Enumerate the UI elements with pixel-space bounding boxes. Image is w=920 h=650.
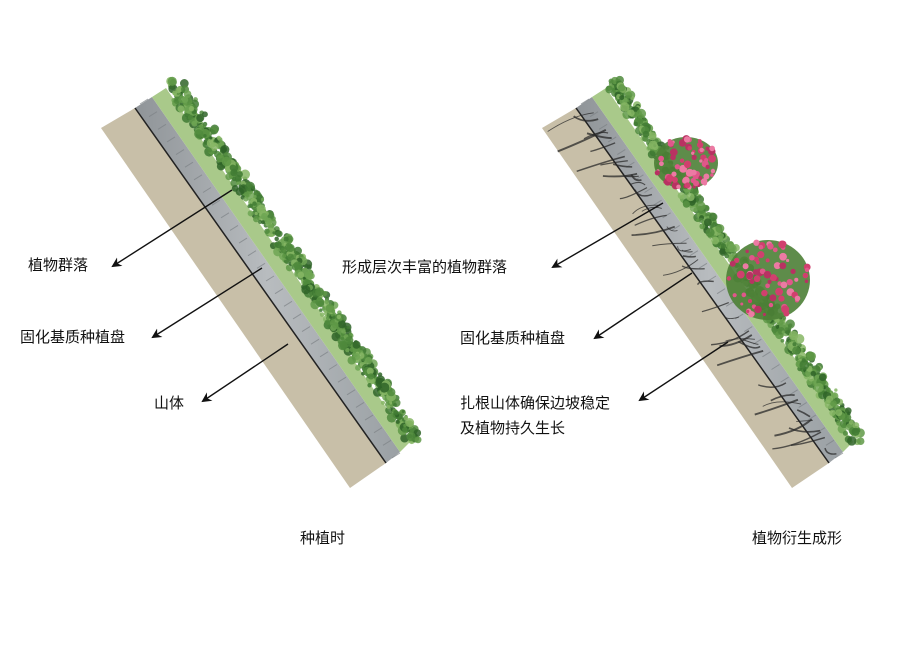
arrow-root-anchoring [638, 341, 729, 402]
right-tray-ribs [580, 98, 844, 459]
right-mountain-body [542, 108, 829, 488]
label-mountain-body: 山体 [154, 394, 185, 412]
arrow-mountain-body [201, 343, 289, 403]
label-rich-plant-community: 形成层次丰富的植物群落 [342, 258, 508, 276]
arrow-right-planting-tray [593, 272, 693, 340]
left-grass-strip [152, 88, 410, 452]
label-root-anchoring-line2: 及植物持久生长 [460, 419, 566, 437]
right-grass-strip [592, 88, 853, 452]
left-annotation-arrows [111, 189, 289, 403]
label-right-planting-tray: 固化基质种植盘 [460, 329, 566, 347]
label-planting-tray: 固化基质种植盘 [20, 328, 126, 346]
caption-planting-time: 种植时 [300, 529, 346, 547]
left-plant-community [166, 76, 422, 445]
arrow-rich-plant-community [551, 202, 664, 269]
arrow-plant-community [111, 189, 233, 268]
label-root-anchoring-line1: 扎根山体确保边坡稳定 [460, 394, 611, 412]
right-root-system [547, 112, 837, 455]
right-slope-section [542, 75, 865, 488]
left-tray-ribs [139, 98, 401, 459]
left-slope-section [101, 76, 422, 488]
right-flowering-shrubs [654, 135, 811, 320]
right-annotation-arrows [551, 202, 729, 402]
left-mountain-body [101, 108, 386, 488]
arrow-planting-tray [151, 267, 263, 339]
label-plant-community: 植物群落 [28, 256, 89, 274]
caption-vegetation-formed: 植物衍生成形 [752, 529, 843, 547]
